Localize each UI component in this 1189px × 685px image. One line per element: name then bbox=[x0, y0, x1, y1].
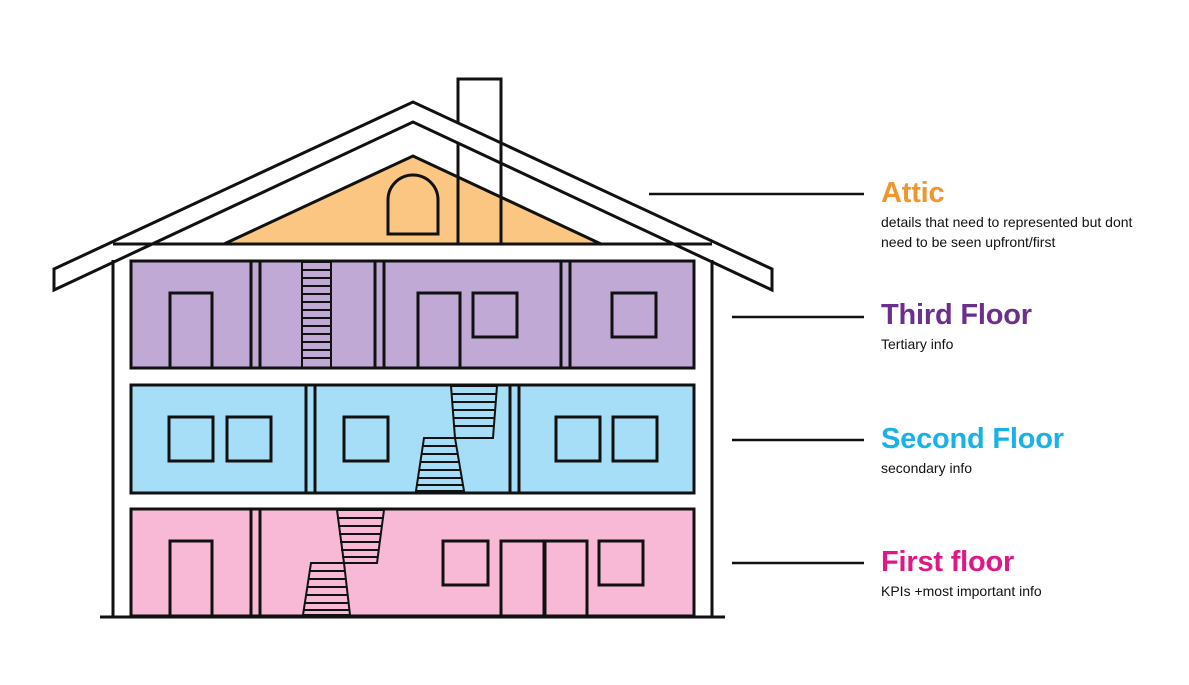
first-floor-stairs bbox=[301, 509, 386, 616]
third-floor-ladder bbox=[301, 261, 332, 369]
house-walls bbox=[100, 242, 725, 619]
attic-title: Attic bbox=[881, 177, 945, 209]
roof bbox=[52, 100, 774, 293]
third-floor-label: Third Floor Tertiary info bbox=[881, 298, 1032, 354]
second-floor-title: Second Floor bbox=[881, 423, 1064, 455]
first-floor-title: First floor bbox=[881, 546, 1015, 578]
attic-window bbox=[386, 173, 440, 236]
second-floor-description: secondary info bbox=[881, 460, 973, 476]
first-floor-label: First floor KPIs +most important info bbox=[881, 545, 1042, 601]
first-floor-section bbox=[129, 507, 696, 618]
third-floor-section bbox=[129, 259, 696, 370]
second-floor-stairs bbox=[414, 385, 499, 492]
attic-description: details that need to represented but don… bbox=[881, 214, 1133, 250]
attic-label: Attic details that need to represented b… bbox=[881, 176, 1146, 252]
second-floor-label: Second Floor secondary info bbox=[881, 422, 1064, 478]
third-floor-description: Tertiary info bbox=[881, 336, 954, 352]
second-floor-section bbox=[129, 383, 696, 495]
first-floor-description: KPIs +most important info bbox=[881, 583, 1042, 599]
third-floor-title: Third Floor bbox=[881, 299, 1032, 331]
